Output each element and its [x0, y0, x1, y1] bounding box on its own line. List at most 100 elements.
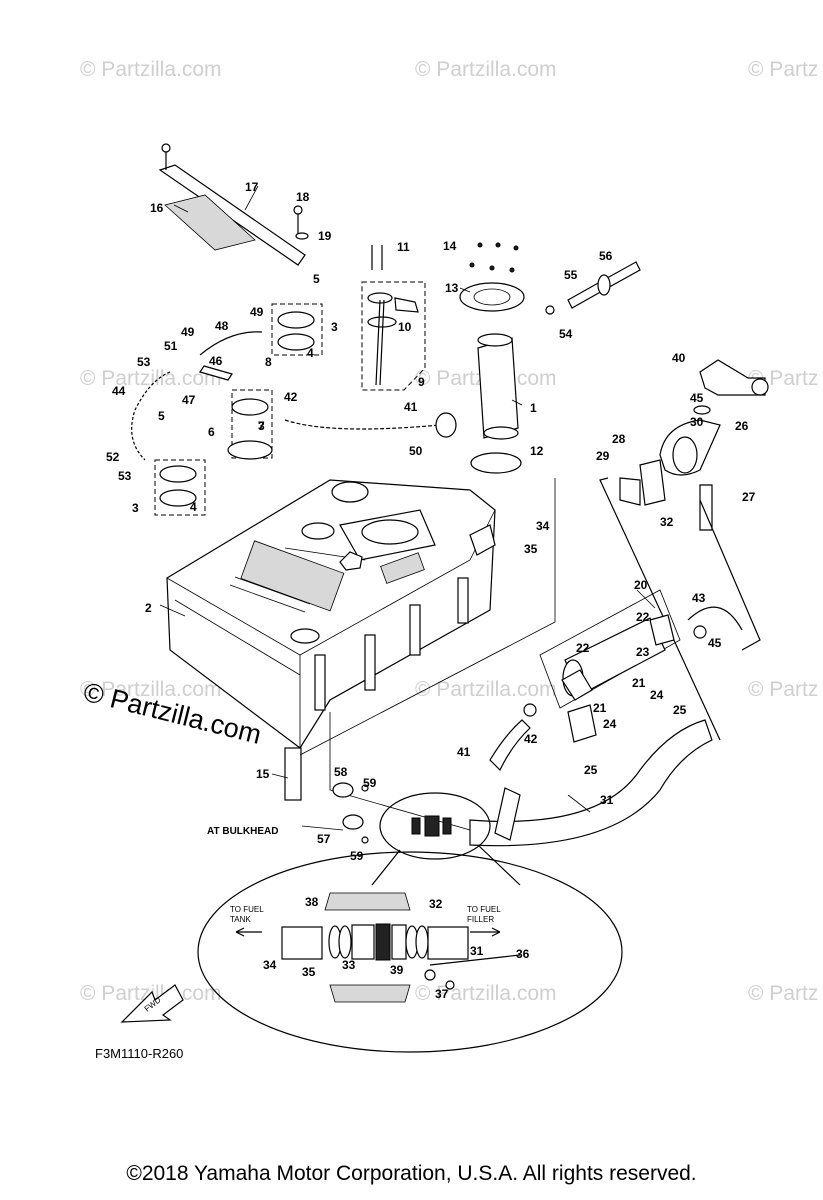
- callout: 2: [145, 601, 152, 615]
- gasket-sets: [154, 303, 323, 516]
- callout: 33: [342, 958, 356, 972]
- callout: 45: [708, 636, 722, 650]
- callout: 41: [457, 745, 471, 759]
- callout: 55: [564, 268, 578, 282]
- callout: 3: [331, 320, 338, 334]
- callout: 35: [524, 542, 538, 556]
- callout: 58: [334, 765, 348, 779]
- callout: 59: [350, 849, 364, 863]
- watermark: © Partz: [748, 678, 818, 701]
- callout: 25: [584, 763, 598, 777]
- tank-strap: [158, 143, 309, 266]
- callout: 25: [673, 703, 687, 717]
- callout: 42: [284, 390, 298, 404]
- callout: 21: [632, 676, 646, 690]
- callout: 39: [390, 963, 404, 977]
- fuel-sender-assembly: [361, 245, 426, 391]
- callout: 28: [612, 432, 626, 446]
- vent-valve: [545, 261, 641, 315]
- to-fuel-filler-label-2: FILLER: [467, 915, 494, 924]
- callout: 34: [263, 958, 277, 972]
- watermark: © Partzilla.com: [80, 58, 222, 81]
- callout: 53: [137, 355, 151, 369]
- callout: 3: [258, 419, 265, 433]
- callout: 44: [112, 384, 126, 398]
- callout: 40: [672, 351, 686, 365]
- callout: 8: [265, 355, 272, 369]
- detail-small-parts: [411, 815, 452, 837]
- callout: 26: [735, 419, 749, 433]
- callout: 22: [576, 641, 590, 655]
- to-fuel-tank-label-2: TANK: [230, 915, 251, 924]
- tank-pad-15: [284, 747, 302, 801]
- callout: 42: [524, 732, 538, 746]
- callout: 16: [150, 201, 164, 215]
- watermark: © Partzilla.com: [415, 58, 557, 81]
- callout: 4: [307, 346, 314, 360]
- callout: 50: [409, 444, 423, 458]
- watermark: © Partz: [748, 58, 818, 81]
- callout: 46: [209, 354, 223, 368]
- to-fuel-filler-label: TO FUEL: [467, 905, 501, 914]
- callout: 56: [599, 249, 613, 263]
- callout: 35: [302, 965, 316, 979]
- fuel-tank: [166, 479, 496, 749]
- detail-circle: [379, 792, 491, 860]
- callout: 12: [530, 444, 544, 458]
- callout: 57: [317, 832, 331, 846]
- joint-detail-ellipse: [197, 851, 623, 1053]
- callout: 53: [118, 469, 132, 483]
- figure-code: F3M1110-R260: [95, 1046, 183, 1061]
- watermark: © Partzilla.com: [80, 678, 222, 701]
- callout: 30: [690, 415, 704, 429]
- watermark: © Partzilla.com: [80, 367, 222, 390]
- callout: 49: [181, 325, 195, 339]
- watermark-layer: © Partzilla.com © Partzilla.com © Partz …: [80, 58, 818, 1005]
- callout: 24: [603, 717, 617, 731]
- callout: 29: [596, 449, 610, 463]
- callout: 10: [398, 320, 412, 334]
- callout: 34: [536, 519, 550, 533]
- hoses: [131, 331, 457, 461]
- callout: 47: [182, 393, 196, 407]
- callout: 20: [634, 578, 648, 592]
- fuel-filter-assembly: [539, 589, 743, 743]
- callout: 31: [470, 944, 484, 958]
- callout: 49: [250, 305, 264, 319]
- callout: 14: [443, 239, 457, 253]
- at-bulkhead-label: AT BULKHEAD: [207, 826, 278, 837]
- callout: 15: [256, 767, 270, 781]
- to-fuel-tank-label: TO FUEL: [230, 905, 264, 914]
- callout: 6: [208, 425, 215, 439]
- callout: 43: [692, 591, 706, 605]
- callout: 5: [158, 409, 165, 423]
- copyright-notice: ©2018 Yamaha Motor Corporation, U.S.A. A…: [126, 1162, 697, 1185]
- callout: 21: [593, 701, 607, 715]
- callout: 52: [106, 450, 120, 464]
- callout: 32: [660, 515, 674, 529]
- joint-detail-parts: [235, 892, 521, 1003]
- leader-lines: [159, 185, 656, 831]
- callout: 24: [650, 688, 664, 702]
- filler-hose: [299, 478, 713, 847]
- callout: 45: [690, 391, 704, 405]
- callout: 48: [215, 319, 229, 333]
- callout: 23: [636, 645, 650, 659]
- callout: 54: [559, 327, 573, 341]
- callout: 9: [418, 375, 425, 389]
- callout: 11: [397, 240, 410, 254]
- watermark: © Partz: [748, 982, 818, 1005]
- callout: 31: [600, 793, 614, 807]
- watermark: © Partzilla.com: [415, 678, 557, 701]
- callout: 5: [313, 272, 320, 286]
- callout: 1: [530, 401, 537, 415]
- callout: 4: [190, 500, 197, 514]
- callout: 27: [742, 490, 756, 504]
- callout: 59: [363, 776, 377, 790]
- callout: 22: [636, 610, 650, 624]
- callout: 38: [305, 895, 319, 909]
- fwd-arrow: FWD: [120, 984, 184, 1023]
- fuel-pump-assembly: [459, 242, 525, 474]
- callout: 17: [245, 180, 259, 194]
- fuel-filler-assembly: [599, 359, 769, 741]
